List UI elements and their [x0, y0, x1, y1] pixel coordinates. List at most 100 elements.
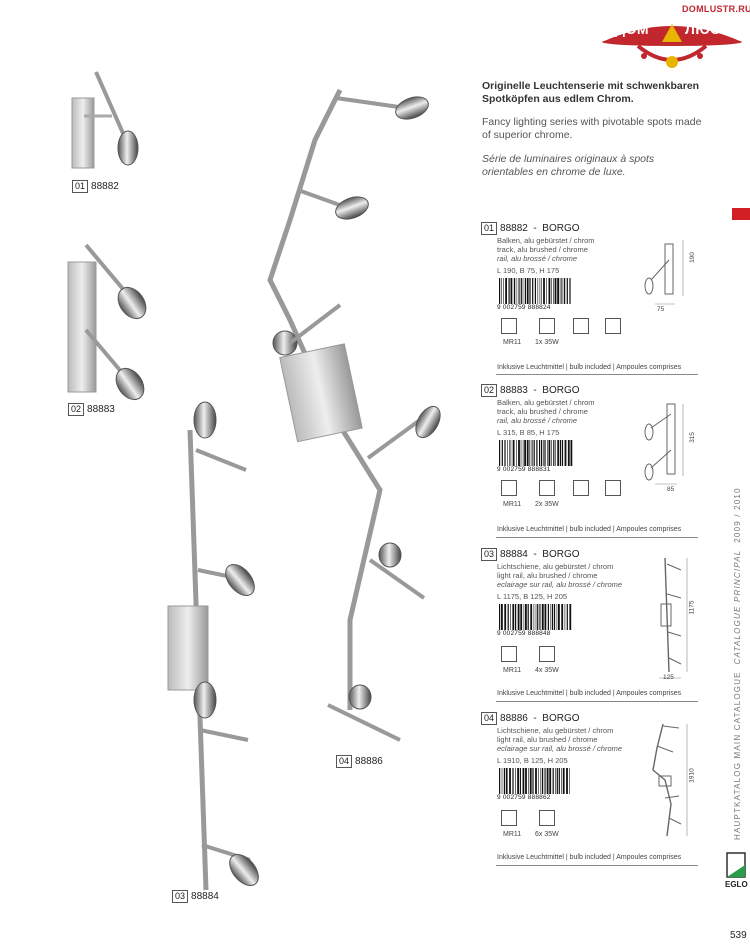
material-de: Lichtschiene, alu gebürstet / chrom [497, 562, 614, 571]
barcode-bar [551, 440, 552, 466]
separator [496, 701, 698, 702]
barcode-bar [533, 604, 535, 630]
barcode-bar [503, 768, 505, 794]
logo-word-left: ДОМ [615, 21, 650, 37]
barcode-bar [507, 604, 509, 630]
barcode-bar [525, 768, 527, 794]
dimensions: L 315, B 85, H 175 [497, 428, 560, 437]
barcode-bar [529, 440, 530, 466]
barcode-bar [526, 278, 529, 304]
barcode-bar [501, 278, 502, 304]
barcode-bar [535, 768, 537, 794]
barcode-bar [540, 768, 542, 794]
bulb-mr11-icon [501, 318, 517, 334]
barcode-bar [499, 440, 501, 466]
barcode-bar [501, 604, 503, 630]
barcode-bar [559, 440, 562, 466]
intro-french: Série de luminaires originaux à spots or… [482, 153, 655, 178]
dimmable-icon [605, 318, 621, 334]
separator [496, 865, 698, 866]
barcode-bar [537, 604, 539, 630]
barcode-bar [539, 604, 540, 630]
barcode-bar [547, 440, 548, 466]
material-fr: eclairage sur rail, alu brossé / chrome [497, 744, 623, 753]
barcode-bar [513, 278, 515, 304]
barcode-bar [561, 278, 562, 304]
barcode-bar [501, 768, 503, 794]
barcode [499, 278, 571, 304]
dimension-drawing [644, 403, 684, 485]
reflector-bulb-icon [539, 318, 555, 334]
barcode-bar [551, 278, 552, 304]
barcode-bar [569, 278, 571, 304]
barcode-bar [536, 440, 538, 466]
dimension-drawing [659, 557, 688, 679]
bulb-count: 1x 35W [535, 339, 559, 346]
domlustr-logo [602, 24, 742, 68]
barcode-bar [524, 278, 526, 304]
barcode-bar [543, 278, 545, 304]
barcode-bar [552, 768, 554, 794]
barcode-bar [566, 604, 568, 630]
barcode-bar [541, 278, 542, 304]
section-tab [732, 208, 750, 220]
barcode-bar [530, 604, 533, 630]
barcode-bar [548, 278, 551, 304]
barcode-bar [508, 278, 510, 304]
material-en: track, alu brushed / chrome [497, 407, 588, 416]
barcode-bar [551, 604, 554, 630]
barcode-bar [517, 278, 519, 304]
barcode-bar [558, 768, 560, 794]
bulb-included: Inklusive Leuchtmittel | bulb included |… [497, 364, 682, 371]
barcode-bar [549, 768, 552, 794]
bulb-included: Inklusive Leuchtmittel | bulb included |… [497, 526, 682, 533]
barcode-bar [539, 440, 541, 466]
barcode-bar [533, 440, 535, 466]
barcode-bar [557, 278, 559, 304]
material-de: Balken, alu gebürstet / chrom [497, 236, 595, 245]
dimensions: L 190, B 75, H 175 [497, 266, 560, 275]
barcode-bar [517, 604, 520, 630]
barcode-bar [501, 440, 503, 466]
barcode-number: 9 002759 888862 [497, 794, 551, 801]
barcode-bar [555, 440, 556, 466]
barcode-bar [527, 604, 529, 630]
barcode-bar [515, 768, 516, 794]
barcode-bar [532, 768, 534, 794]
dimensions: L 1175, B 125, H 205 [497, 592, 568, 601]
barcode-bar [516, 440, 517, 466]
bulb-type: MR11 [503, 831, 522, 838]
bulb-count: 4x 35W [535, 667, 559, 674]
barcode-bar [522, 278, 524, 304]
reflector-bulb-icon [539, 810, 555, 826]
barcode-bar [553, 604, 556, 630]
barcode-bar [519, 278, 520, 304]
barcode-bar [553, 440, 555, 466]
barcode-bar [566, 768, 568, 794]
bulb-type: MR11 [503, 667, 522, 674]
material-en: light rail, alu brushed / chrome [497, 735, 598, 744]
barcode-bar [499, 768, 501, 794]
barcode [499, 604, 572, 630]
material-fr: rail, alu brossé / chrome [497, 254, 578, 263]
bulb-count: 6x 35W [535, 831, 559, 838]
intro-german: Originelle Leuchtenserie mit schwenkbare… [482, 80, 700, 105]
dimension-horizontal: 75 [657, 306, 665, 313]
dimensions: L 1910, B 125, H 205 [497, 756, 568, 765]
material-de: Lichtschiene, alu gebürstet / chrom [497, 726, 614, 735]
barcode-bar [532, 278, 534, 304]
barcode-bar [517, 768, 519, 794]
dimension-vertical: 190 [688, 252, 696, 263]
barcode-number: 9 002759 888824 [497, 304, 551, 311]
barcode-bar [510, 604, 511, 630]
barcode-bar [562, 278, 564, 304]
barcode-bar [564, 604, 566, 630]
page-number: 539 [730, 930, 747, 941]
